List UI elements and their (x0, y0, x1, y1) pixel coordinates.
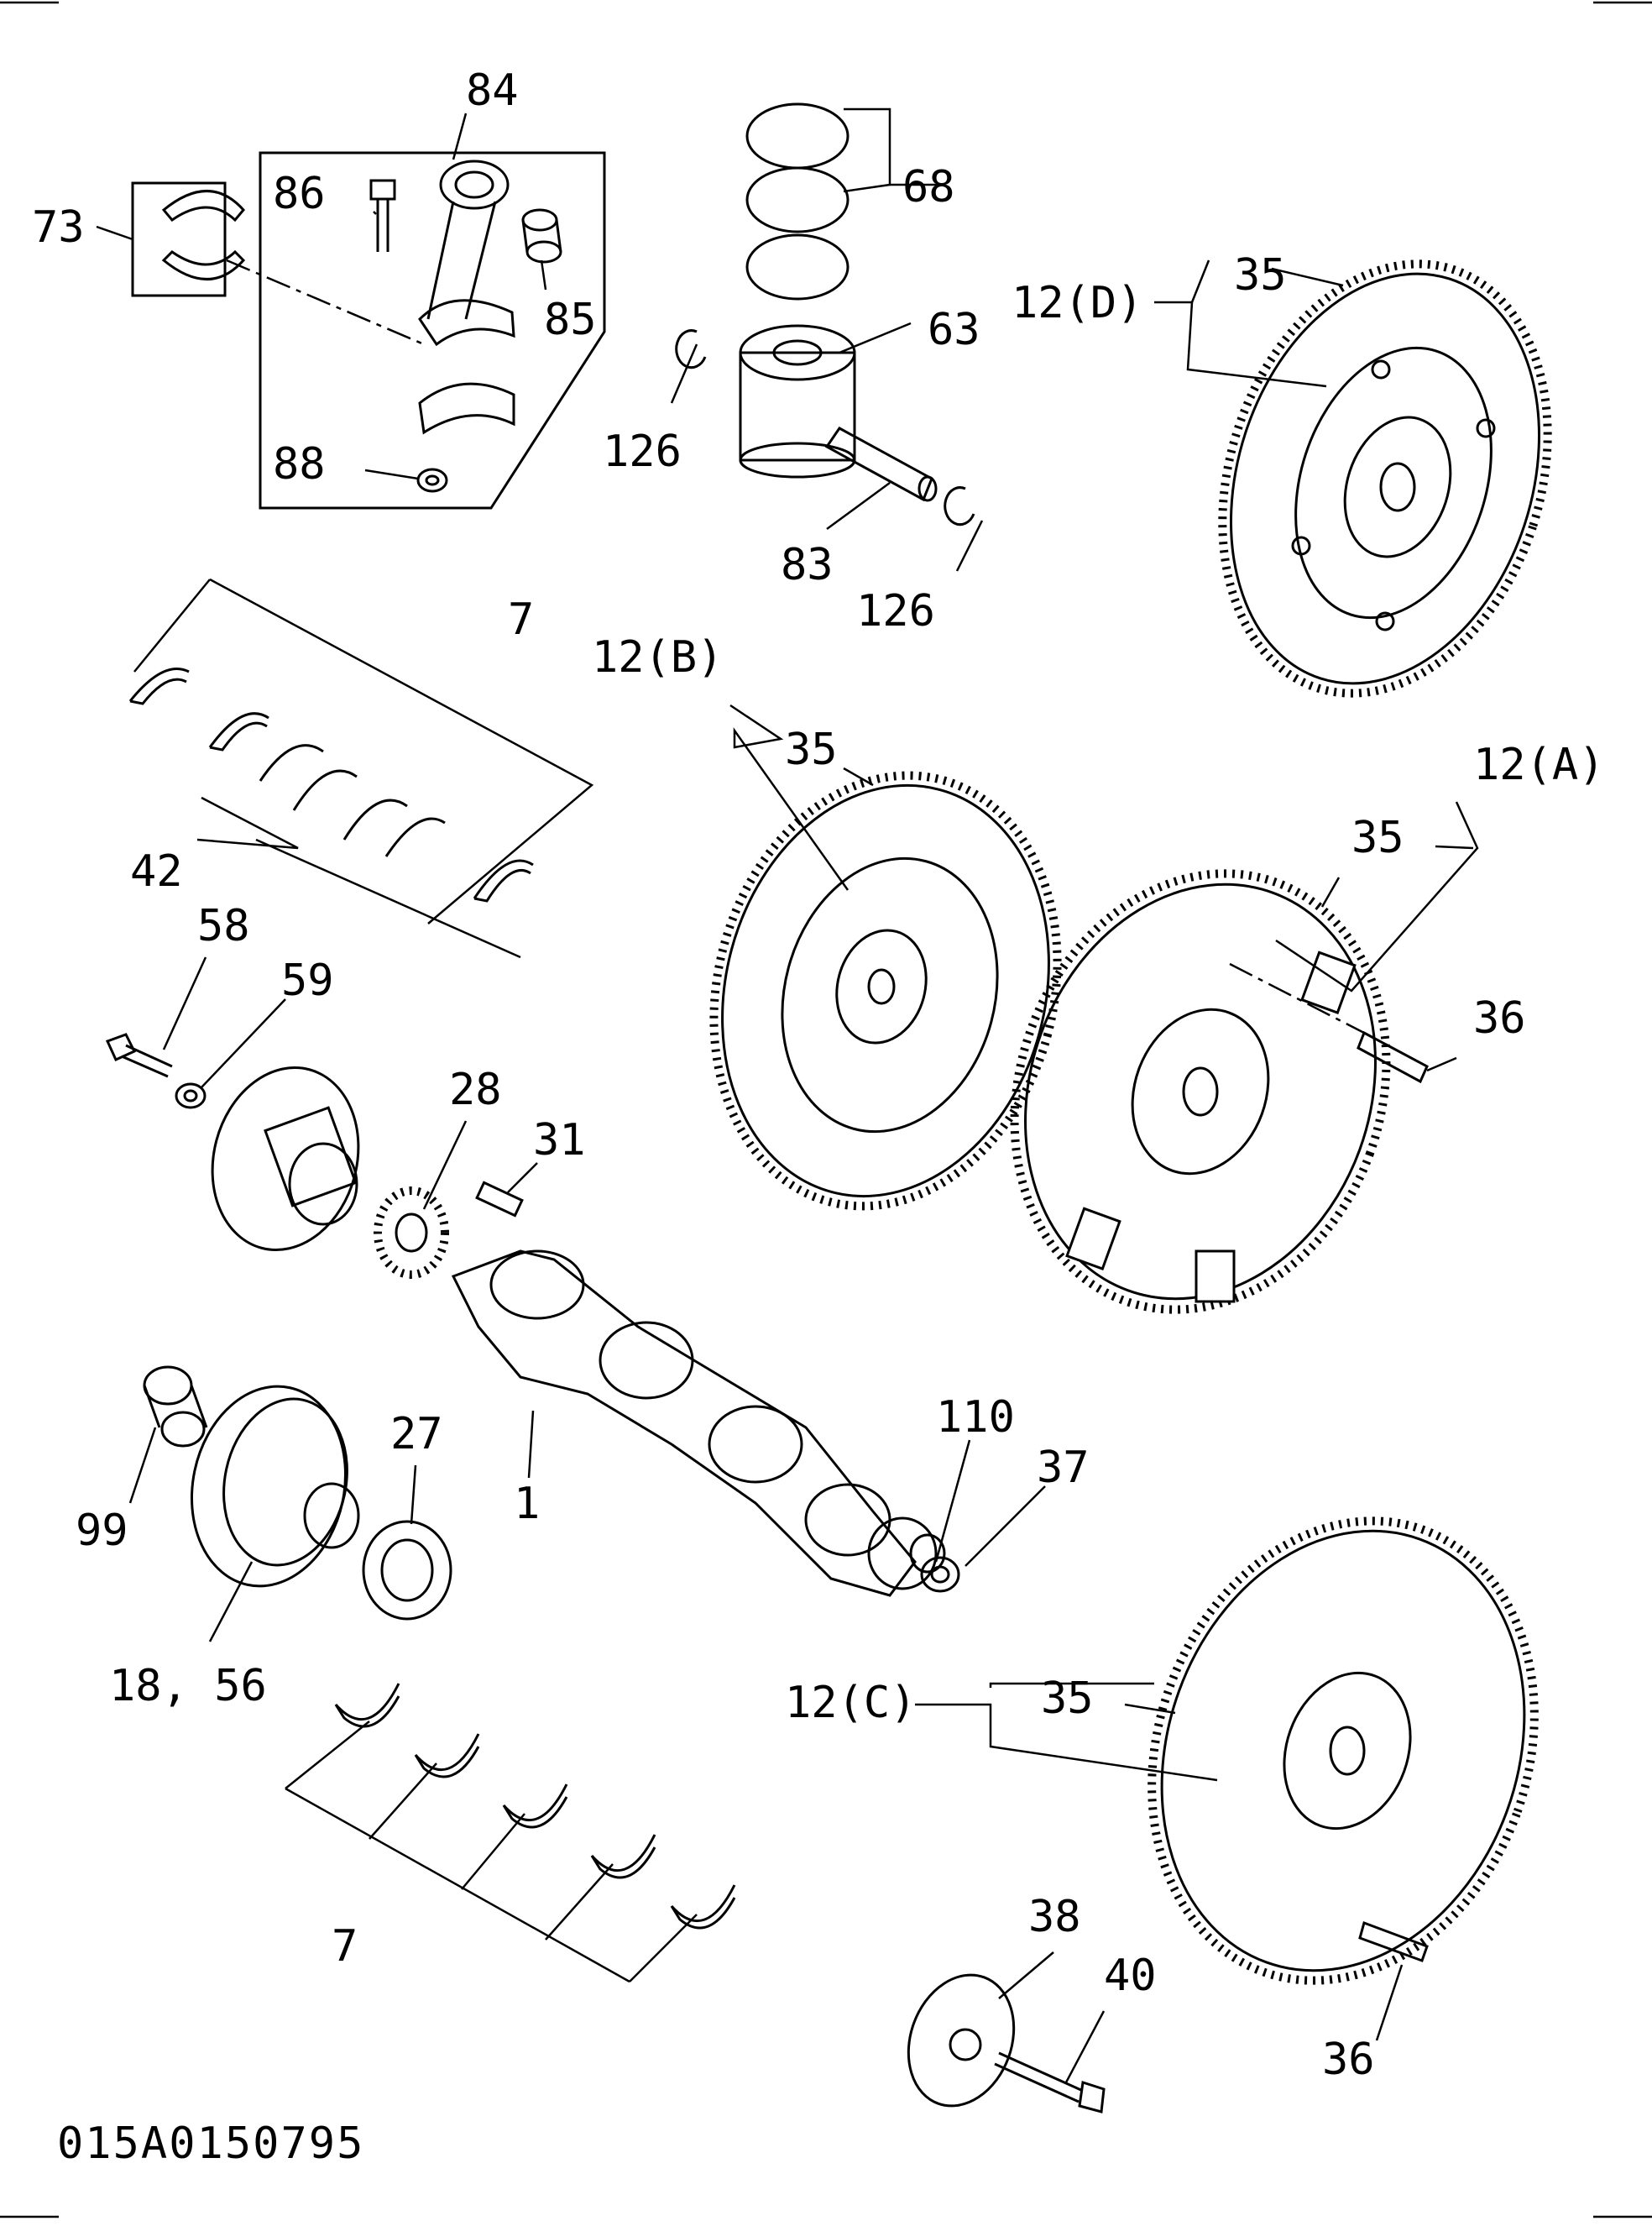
callout-40: 40 (1104, 1951, 1157, 2001)
callout-126-lower: 126 (856, 586, 935, 636)
callout-38: 38 (1028, 1892, 1081, 1942)
connecting-rod-group (131, 151, 606, 510)
callout-7-lower: 7 (332, 1921, 358, 1972)
callout-36-c: 36 (1322, 2035, 1375, 2085)
callout-99: 99 (76, 1506, 128, 1556)
callout-35-b: 35 (785, 725, 838, 775)
callout-7-upper: 7 (508, 594, 534, 645)
callout-36-a: 36 (1473, 993, 1526, 1044)
callout-85: 85 (544, 295, 597, 345)
damper-group (143, 1365, 452, 1621)
callout-83: 83 (781, 540, 834, 590)
callout-28: 28 (449, 1065, 502, 1115)
callout-35-a: 35 (1351, 813, 1404, 863)
main-bearings-upper (128, 578, 594, 959)
callout-31: 31 (533, 1115, 586, 1165)
callout-12c: 12(C) (785, 1678, 917, 1728)
callout-12a: 12(A) (1473, 740, 1605, 790)
callout-68: 68 (902, 162, 955, 212)
callout-63: 63 (928, 305, 980, 355)
flywheel-c (907, 1516, 1539, 2113)
flywheel-d (1218, 259, 1552, 698)
main-bearings-lower (285, 1683, 736, 1983)
callout-1: 1 (514, 1479, 540, 1529)
callout-86: 86 (273, 169, 326, 219)
flywheel-b (709, 771, 1062, 1211)
callout-labels: 84 86 73 85 88 68 63 126 83 126 35 12(D)… (32, 65, 1605, 2085)
piston-group (675, 102, 975, 526)
flywheel-a (1010, 869, 1429, 1314)
callout-42: 42 (130, 846, 183, 897)
callout-27: 27 (390, 1409, 443, 1459)
callout-12b: 12(B) (592, 632, 724, 683)
callout-88: 88 (273, 439, 326, 490)
callout-18-56: 18, 56 (109, 1661, 267, 1711)
callout-12d: 12(D) (1012, 278, 1143, 328)
crankshaft (451, 1249, 960, 1597)
callout-73: 73 (32, 202, 85, 253)
callout-35-c: 35 (1041, 1673, 1094, 1724)
front-parts (105, 1033, 524, 1279)
callout-37: 37 (1037, 1443, 1090, 1493)
callout-58: 58 (197, 901, 250, 951)
callout-126-upper: 126 (603, 427, 682, 477)
callout-84: 84 (466, 65, 519, 116)
leader-lines (96, 107, 1479, 2083)
callout-110: 110 (936, 1392, 1015, 1443)
callout-35-d: 35 (1234, 250, 1287, 301)
drawing-code: 015A0150795 (57, 2119, 364, 2169)
callout-59: 59 (281, 956, 334, 1006)
